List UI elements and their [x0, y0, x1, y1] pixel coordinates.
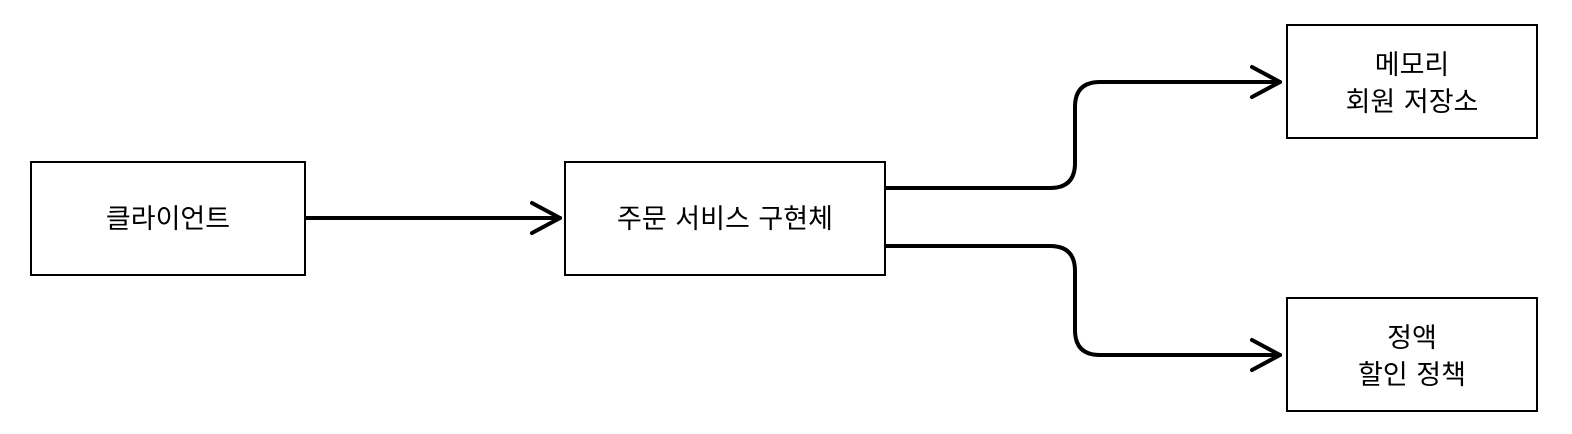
node-order-service-label: 주문 서비스 구현체	[617, 204, 833, 235]
node-client-box	[30, 161, 306, 276]
node-memory-repo-box	[1286, 24, 1538, 139]
node-fixed-discount: 정액 할인 정책	[1286, 297, 1538, 412]
node-fixed-discount-label-line1: 정액	[1387, 323, 1437, 354]
node-memory-repo-label-line2: 회원 저장소	[1346, 87, 1479, 118]
node-fixed-discount-box	[1286, 297, 1538, 412]
edge-order-service-to-fixed-discount	[883, 244, 1282, 357]
arrowhead-memory-repo	[1250, 65, 1282, 99]
node-client: 클라이언트	[30, 161, 306, 276]
edge-order-service-to-memory-repo	[883, 80, 1282, 190]
node-memory-repo: 메모리 회원 저장소	[1286, 24, 1538, 139]
node-client-label: 클라이언트	[106, 204, 230, 235]
node-memory-repo-label-line1: 메모리	[1375, 50, 1450, 81]
arrowhead-order-service	[530, 201, 562, 235]
node-order-service: 주문 서비스 구현체	[564, 161, 886, 276]
node-order-service-box	[564, 161, 886, 276]
node-fixed-discount-label-line2: 할인 정책	[1358, 360, 1466, 391]
edges	[303, 65, 1282, 372]
arrowhead-fixed-discount	[1250, 338, 1282, 372]
